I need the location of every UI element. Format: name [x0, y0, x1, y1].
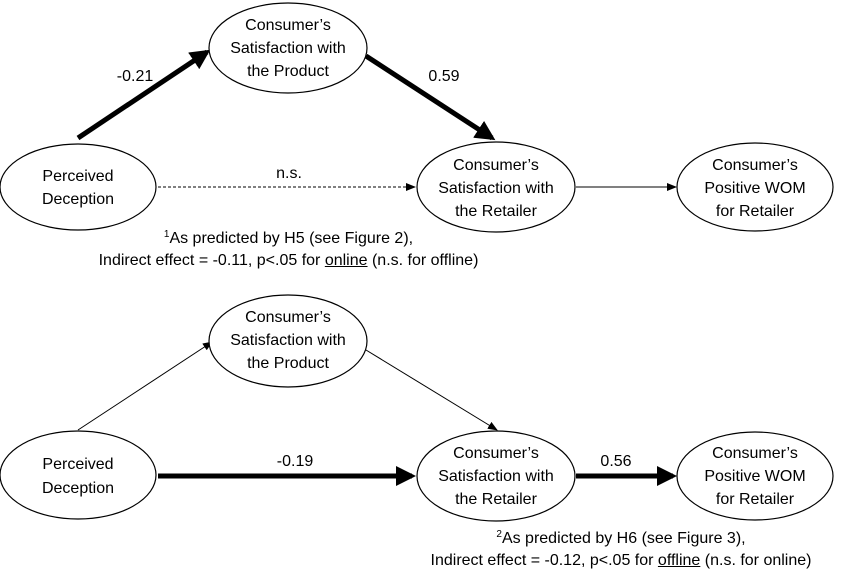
node-label-line: Perceived — [42, 456, 113, 473]
node-satisfaction-retailer: Consumer’s Satisfaction with the Retaile… — [416, 430, 576, 522]
node-label-line: Consumer’s — [453, 157, 539, 174]
path-deception-to-product — [77, 341, 213, 431]
panel-1: -0.21 0.59 n.s. Perceived Deception Cons… — [0, 2, 834, 233]
node-label-line: for Retailer — [716, 491, 795, 508]
coef-product-retailer: 0.59 — [428, 68, 459, 85]
path-product-to-retailer — [365, 349, 498, 431]
footnote-panel-2: 2As predicted by H6 (see Figure 3), Indi… — [398, 524, 844, 572]
node-perceived-deception: Perceived Deception — [0, 430, 157, 520]
node-positive-wom: Consumer’s Positive WOM for Retailer — [676, 431, 834, 521]
footnote-text: Indirect effect = -0.12, p<.05 for — [430, 552, 658, 569]
node-label-line: Satisfaction with — [230, 332, 346, 349]
node-label-line: Satisfaction with — [230, 40, 346, 57]
node-satisfaction-product: Consumer’s Satisfaction with the Product — [208, 2, 368, 94]
node-label-line: the Retailer — [455, 491, 537, 508]
coef-deception-retailer: n.s. — [276, 165, 302, 182]
footnote-line-2: Indirect effect = -0.11, p<.05 for onlin… — [36, 250, 541, 272]
node-label-line: Consumer’s — [712, 445, 798, 462]
footnote-text: (n.s. for online) — [700, 552, 812, 569]
node-label-line: Consumer’s — [245, 17, 331, 34]
footnote-text: As predicted by H6 (see Figure 3), — [501, 530, 746, 547]
coef-retailer-wom: 0.56 — [600, 453, 631, 470]
node-label-line: Consumer’s — [245, 309, 331, 326]
node-perceived-deception: Perceived Deception — [0, 143, 157, 231]
coef-deception-product: -0.21 — [117, 68, 154, 85]
footnote-emphasis: offline — [657, 552, 701, 569]
node-label-line: Satisfaction with — [438, 468, 554, 485]
node-satisfaction-retailer: Consumer’s Satisfaction with the Retaile… — [416, 141, 576, 233]
node-label-line: Perceived — [42, 168, 113, 185]
footnote-text: Indirect effect = -0.11, p<.05 for — [98, 252, 325, 269]
footnote-text: As predicted by H5 (see Figure 2), — [169, 230, 414, 247]
footnote-line-1: 1As predicted by H5 (see Figure 2), — [36, 224, 541, 250]
footnote-marker: 2 — [496, 529, 502, 540]
node-label-line: Consumer’s — [453, 445, 539, 462]
node-label-line: the Retailer — [455, 203, 537, 220]
path-product-to-retailer — [364, 53, 496, 141]
node-label-line: Deception — [42, 191, 114, 208]
node-label-line: the Product — [247, 355, 329, 372]
node-label-line: Positive WOM — [704, 468, 805, 485]
footnote-marker: 1 — [163, 229, 170, 240]
node-positive-wom: Consumer’s Positive WOM for Retailer — [676, 142, 834, 232]
node-label-line: Satisfaction with — [438, 180, 554, 197]
footnote-line-1: 2As predicted by H6 (see Figure 3), — [398, 524, 844, 550]
node-label-line: Positive WOM — [704, 180, 805, 197]
panel-2: -0.19 0.56 Perceived Deception Consumer’… — [0, 294, 834, 522]
footnote-panel-1: 1As predicted by H5 (see Figure 2), Indi… — [36, 224, 541, 272]
coef-deception-retailer: -0.19 — [277, 453, 314, 470]
node-label-line: the Product — [247, 63, 329, 80]
path-deception-to-product — [76, 49, 211, 141]
footnote-text: (n.s. for offline) — [367, 252, 479, 269]
node-satisfaction-product: Consumer’s Satisfaction with the Product — [208, 294, 368, 388]
node-label-line: Deception — [42, 480, 114, 497]
footnote-line-2: Indirect effect = -0.12, p<.05 for offli… — [398, 550, 844, 572]
node-label-line: for Retailer — [716, 203, 795, 220]
node-label-line: Consumer’s — [712, 157, 798, 174]
footnote-emphasis: online — [324, 252, 368, 269]
